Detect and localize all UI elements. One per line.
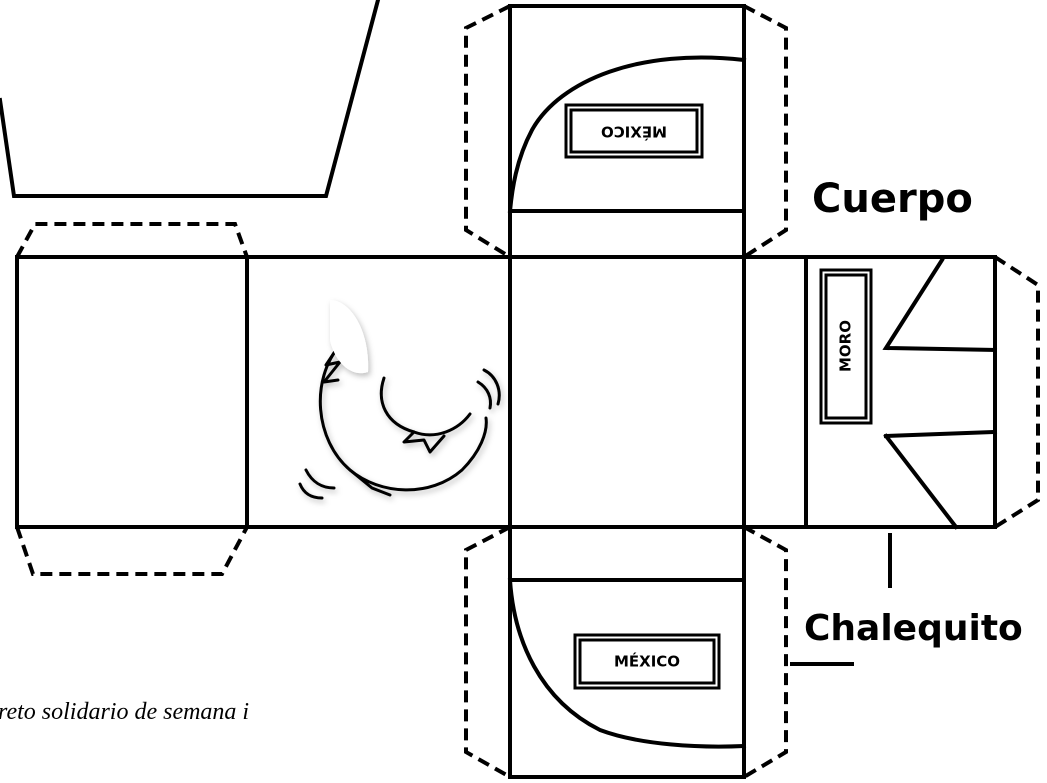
top-face-left-flap (464, 4, 512, 259)
left-panel-bottom-flap (15, 526, 249, 576)
badge-top: MÉXICO (564, 103, 704, 159)
label-cuerpo: Cuerpo (812, 176, 973, 222)
bottom-face-left-flap (464, 525, 511, 779)
label-chalequito: Chalequito (804, 608, 1023, 649)
bottom-face-right-flap (742, 525, 788, 779)
left-panel (15, 255, 249, 529)
badge-bottom-text: MÉXICO (614, 652, 680, 671)
badge-top-text: MÉXICO (601, 123, 667, 142)
vest-upper-lapel (882, 257, 998, 353)
badge-side-text: MORO (837, 320, 855, 372)
top-face-right-flap (742, 4, 788, 259)
vest-lower-lapel (883, 429, 998, 530)
top-face (508, 4, 746, 259)
left-panel-top-flap (15, 222, 249, 258)
bottom-face-wing (507, 577, 747, 749)
caption-text: reto solidario de semana i (0, 699, 249, 725)
top-face-wing (507, 55, 747, 214)
badge-bottom: MÉXICO (573, 633, 721, 690)
badge-side: MORO (819, 268, 873, 425)
right-side-flap (993, 255, 1040, 529)
top-trapezoid-piece (0, 0, 381, 198)
tail-sketch (298, 300, 501, 500)
bottom-face (508, 525, 746, 779)
